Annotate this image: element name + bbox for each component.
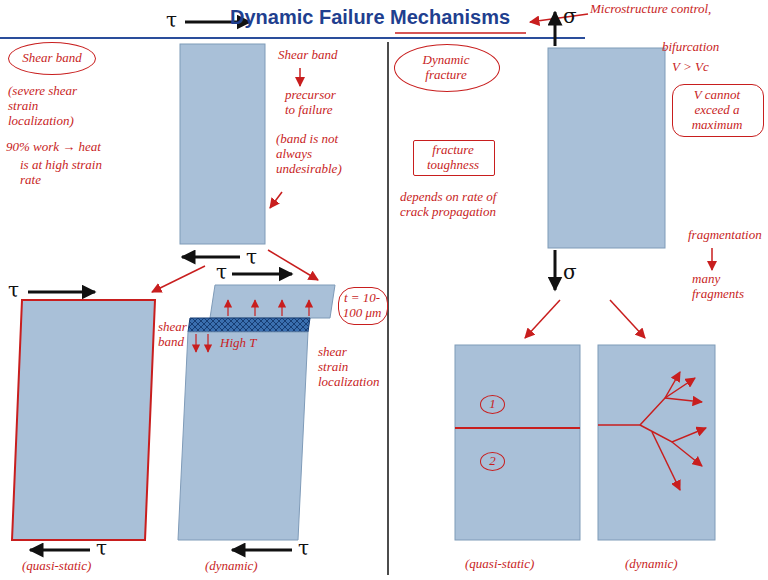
branch-arrow	[152, 266, 205, 292]
title-underline	[395, 32, 526, 34]
note-text: Microstructure control,	[590, 2, 760, 17]
node-text: Shear band	[21, 51, 83, 66]
upper-part	[210, 285, 335, 318]
crack-branch	[640, 378, 695, 425]
note-text: shear strain localization	[318, 345, 380, 390]
crack-branch	[665, 372, 680, 398]
note-text: V > Vc	[672, 60, 709, 75]
circled-term: Dynamic fracture	[394, 44, 500, 92]
boxed-term: fracture toughness	[413, 140, 495, 176]
callout-number: 1	[480, 395, 505, 414]
stress-arrow	[554, 12, 557, 46]
crack	[598, 424, 640, 426]
crack-branch	[665, 398, 702, 402]
specimen-block	[180, 44, 265, 244]
callout-number: 2	[480, 452, 505, 471]
shear-band	[188, 318, 310, 332]
shear-stress-symbol: τ	[166, 10, 177, 30]
specimen-block	[548, 48, 665, 248]
crack-branch	[640, 425, 706, 442]
note-text: shear band	[158, 320, 186, 350]
case-label: (quasi-static)	[22, 559, 91, 574]
slide-title: Dynamic Failure Mechanisms	[230, 6, 510, 29]
node-text: fracture toughness	[418, 143, 488, 173]
case-label: (dynamic)	[205, 559, 258, 574]
note-text: Shear band	[278, 48, 338, 63]
note-text: 90% work → heat	[6, 140, 101, 155]
heat-arrow	[207, 334, 208, 352]
heat-arrow	[227, 300, 228, 316]
shear-stress-symbol: τ	[216, 262, 227, 282]
node-text: V cannot exceed a maximum	[678, 88, 756, 133]
crack-branch	[672, 442, 702, 466]
node-text: Dynamic fracture	[407, 53, 485, 83]
normal-stress-symbol: σ	[563, 6, 577, 26]
shear-arrow	[28, 291, 95, 294]
shear-arrow	[232, 273, 292, 276]
node-text: 2	[488, 454, 497, 469]
circled-term: Shear band	[8, 42, 96, 75]
lower-part	[178, 332, 308, 540]
crack	[455, 427, 580, 429]
shear-arrow	[182, 256, 240, 259]
node-text: t = 10-100 μm	[342, 291, 382, 321]
note-arrow	[711, 248, 713, 270]
note-text: bifurcation	[662, 40, 719, 55]
note-arrow	[270, 192, 282, 208]
shear-arrow	[232, 549, 292, 552]
fragmented-block	[598, 345, 715, 540]
note-text: High T	[220, 336, 256, 351]
note-text: (severe shear strain localization)	[8, 84, 103, 129]
circled-note: t = 10-100 μm	[338, 287, 388, 325]
note-text: is at high strain rate	[20, 158, 115, 188]
sheared-block	[12, 300, 155, 540]
note-text: fragmentation	[688, 228, 762, 243]
shear-stress-symbol: τ	[8, 280, 19, 300]
branch-arrow	[610, 300, 645, 338]
heat-arrows	[196, 300, 309, 352]
boxed-note: V cannot exceed a maximum	[672, 84, 764, 137]
crack-branch	[652, 432, 680, 490]
note-text: precursor to failure	[285, 88, 347, 118]
note-text: depends on rate of crack propagation	[400, 190, 518, 220]
heat-arrow	[195, 334, 196, 352]
branching-crack	[598, 372, 706, 490]
heat-arrow	[281, 300, 282, 316]
heat-arrow	[254, 300, 255, 316]
pointer-arrow	[530, 14, 588, 22]
node-text: 1	[488, 397, 497, 412]
shear-stress-symbol: τ	[298, 538, 309, 558]
shear-stress-symbol: τ	[96, 538, 107, 558]
note-arrow	[299, 68, 301, 86]
fractured-block	[455, 345, 580, 540]
case-label: (dynamic)	[625, 557, 678, 572]
case-label: (quasi-static)	[465, 557, 534, 572]
heat-arrow	[308, 300, 309, 316]
title-rule	[0, 37, 585, 39]
stress-arrow	[554, 250, 557, 290]
normal-stress-symbol: σ	[563, 262, 577, 282]
note-text: many fragments	[692, 272, 758, 302]
shear-arrow	[30, 549, 90, 552]
note-text: (band is not always undesirable)	[276, 132, 364, 177]
branch-arrow	[525, 300, 560, 338]
shear-stress-symbol: τ	[246, 247, 257, 267]
